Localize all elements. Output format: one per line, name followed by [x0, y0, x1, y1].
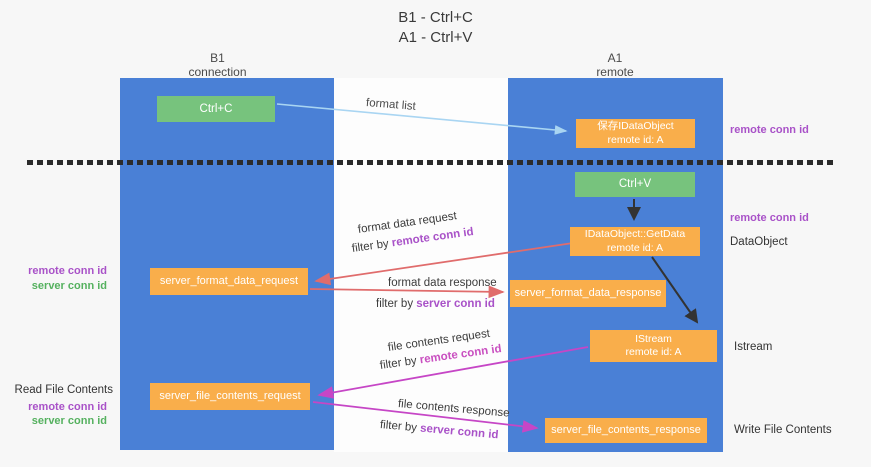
remote-conn-id-right-mid: remote conn id [730, 212, 809, 224]
getdata-box: IDataObject::GetData remote id: A [570, 227, 700, 256]
remote-conn-id-left: remote conn id [28, 265, 107, 277]
save-idataobject-line2: remote id: A [607, 133, 664, 146]
getdata-line1: IDataObject::GetData [584, 228, 686, 241]
column-b1-header: B1 connection [125, 51, 310, 80]
read-file-contents-label: Read File Contents [14, 384, 113, 396]
server-format-data-request-label: server_format_data_request [159, 274, 299, 287]
column-a1-header: A1 remote [520, 51, 710, 80]
save-idataobject-line1: 保存IDataObject [597, 120, 674, 133]
getdata-line2: remote id: A [606, 241, 664, 254]
message-lane [334, 78, 508, 452]
istream-line2: remote id: A [625, 346, 682, 358]
remote-conn-id-left-bottom: remote conn id [28, 401, 107, 413]
istream-box: IStream remote id: A [590, 330, 717, 362]
server-conn-id-left: server conn id [31, 280, 107, 292]
server-conn-id-highlight: server conn id [416, 298, 495, 310]
dataobject-label: DataObject [730, 236, 788, 248]
dashed-divider [27, 160, 833, 165]
ctrl-v-box: Ctrl+V [575, 172, 695, 197]
column-a1-title: A1 [607, 51, 623, 65]
column-b1-title: B1 [210, 51, 225, 65]
server-format-data-response-box: server_format_data_response [510, 280, 666, 307]
filter-by-server-conn-id-label-1: filter by server conn id [376, 298, 495, 310]
write-file-contents-label: Write File Contents [734, 424, 832, 436]
server-file-contents-request-box: server_file_contents_request [150, 383, 310, 410]
diagram-title-line1: B1 - Ctrl+C [398, 9, 473, 26]
server-conn-id-left-bottom: server conn id [31, 415, 107, 427]
server-file-contents-response-box: server_file_contents_response [545, 418, 707, 443]
server-format-data-request-box: server_format_data_request [150, 268, 308, 295]
ctrl-v-label: Ctrl+V [618, 178, 652, 191]
column-a1-subtitle: remote [596, 64, 634, 79]
istream-line1: IStream [635, 332, 672, 345]
ctrl-c-label: Ctrl+C [199, 102, 233, 115]
diagram-title: B1 - Ctrl+C A1 - Ctrl+V [0, 8, 871, 49]
server-format-data-response-label: server_format_data_response [514, 286, 662, 299]
server-file-contents-response-label: server_file_contents_response [551, 423, 701, 436]
diagram-title-line2: A1 - Ctrl+V [398, 29, 473, 47]
save-idataobject-box: 保存IDataObject remote id: A [576, 119, 695, 148]
column-b1-subtitle: connection [188, 64, 247, 79]
ctrl-c-box: Ctrl+C [157, 96, 275, 122]
filter-prefix: filter by [376, 298, 417, 310]
istream-side-label: Istream [734, 341, 773, 353]
format-data-response-label: format data response [388, 277, 497, 289]
server-file-contents-request-label: server_file_contents_request [159, 389, 301, 402]
remote-conn-id-right-top: remote conn id [730, 124, 809, 136]
